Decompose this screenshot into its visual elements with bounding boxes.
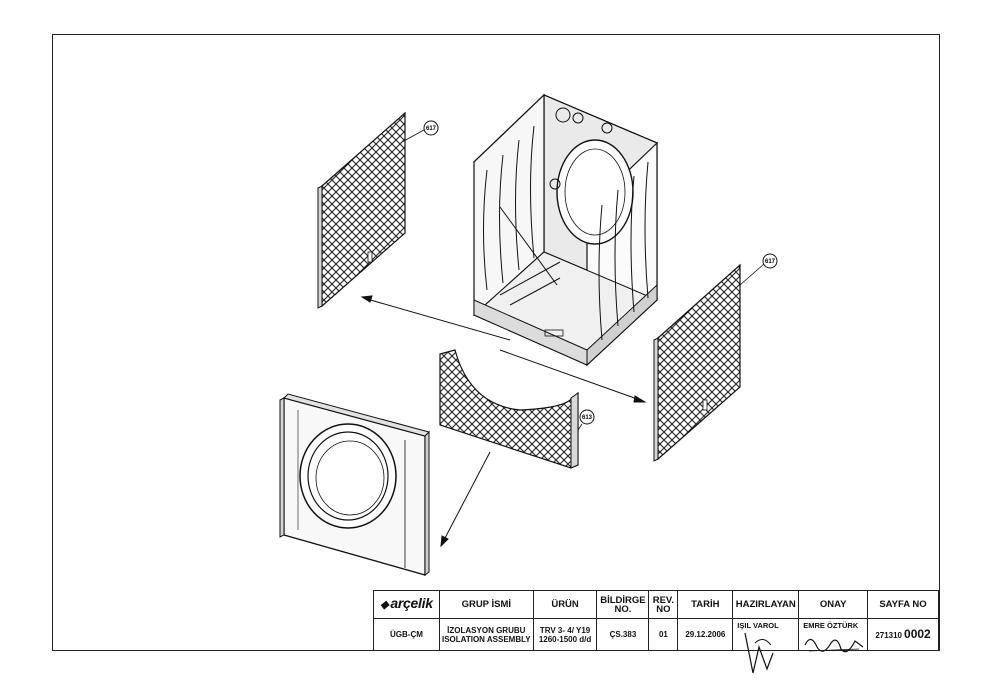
- callout-613-front: 613: [579, 409, 595, 425]
- svg-text:617: 617: [765, 259, 776, 265]
- department-code: ÜGB-ÇM: [373, 618, 440, 651]
- prepared-signature: [744, 632, 774, 674]
- svg-text:617: 617: [426, 126, 437, 132]
- approved-by: EMRE ÖZTÜRK: [798, 618, 869, 653]
- cabinet-body: [472, 93, 659, 367]
- front-insulation-panel: [439, 349, 579, 469]
- approved-header: ONAY: [798, 590, 869, 619]
- left-insulation-panel: [317, 111, 406, 309]
- arcelik-logo-icon: ◆: [380, 599, 389, 611]
- right-insulation-panel: [653, 263, 741, 462]
- rev-number: 01: [648, 618, 679, 651]
- svg-text:613: 613: [582, 415, 593, 421]
- arcelik-logo: ◆arçelik: [380, 595, 433, 611]
- group-name-header: GRUP İSMİ: [438, 590, 534, 619]
- product-header: ÜRÜN: [532, 590, 598, 619]
- logo-cell: ◆arçelik: [373, 590, 440, 619]
- callout-617-left: 617: [423, 120, 439, 136]
- page-header: SAYFA NO: [867, 590, 939, 619]
- date-value: 29.12.2006: [677, 618, 734, 651]
- explosion-arrows: [360, 295, 647, 548]
- prepared-header: HAZIRLAYAN: [732, 590, 800, 619]
- date-header: TARİH: [677, 590, 734, 619]
- prepared-by: IŞIL VAROL: [732, 618, 800, 674]
- callout-leaders: [401, 129, 765, 431]
- callout-617-right: 617: [762, 253, 778, 269]
- bildirge-number: ÇS.383: [596, 618, 650, 651]
- approved-signature: [804, 638, 864, 653]
- front-door-panel: [279, 393, 430, 576]
- rev-header: REV.NO: [648, 590, 679, 619]
